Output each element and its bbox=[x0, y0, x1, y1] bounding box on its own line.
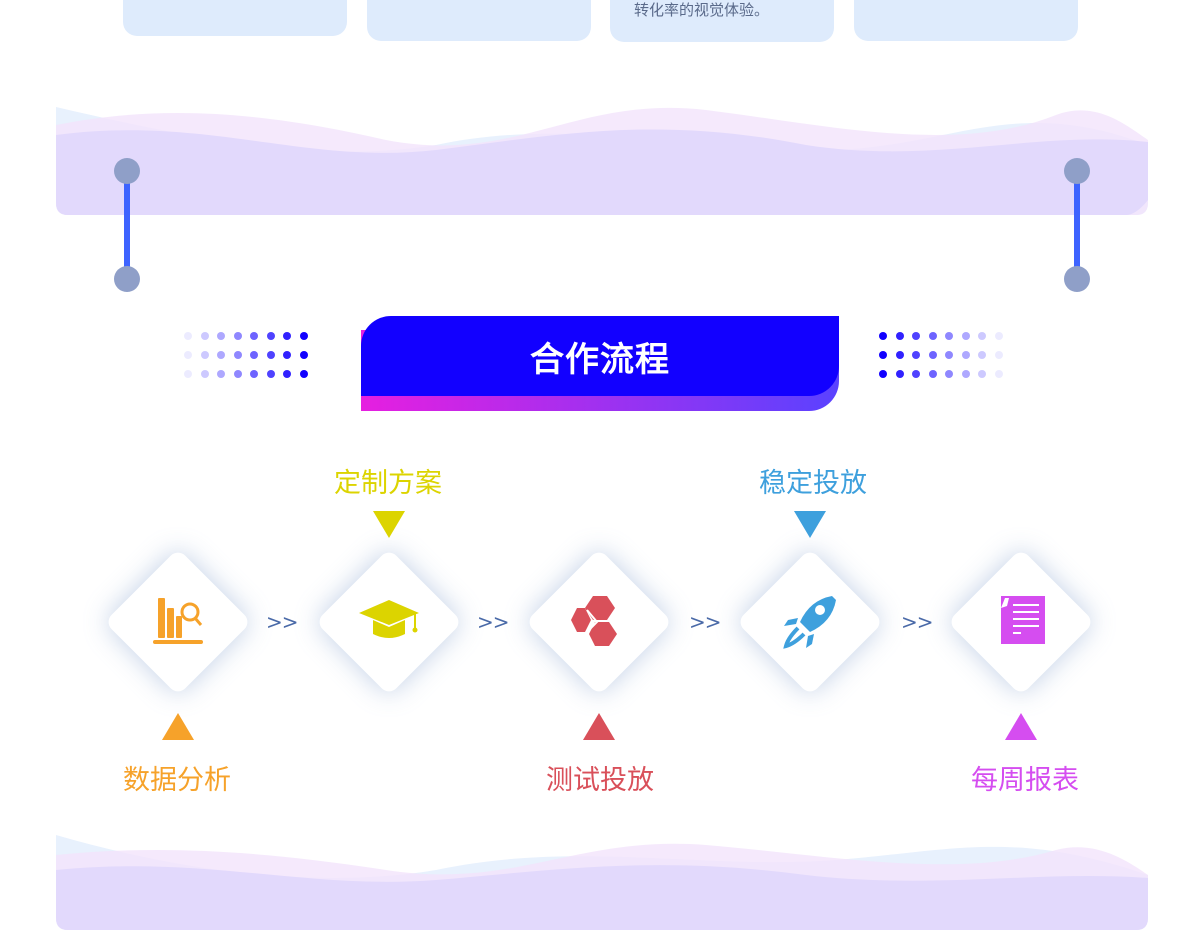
decorative-dot bbox=[994, 332, 1003, 340]
decorative-dot bbox=[200, 370, 209, 378]
decorative-dot bbox=[978, 370, 986, 378]
decorative-dot bbox=[233, 332, 242, 340]
decorative-dot bbox=[233, 370, 242, 378]
wave-band-top bbox=[56, 107, 1148, 215]
decorative-dot bbox=[928, 370, 937, 378]
decorative-dot bbox=[200, 351, 209, 359]
decorative-dot bbox=[928, 332, 937, 340]
decorative-dot bbox=[912, 370, 920, 378]
decorative-dot bbox=[250, 332, 258, 340]
decorative-dot bbox=[879, 370, 887, 378]
decorative-dot bbox=[250, 370, 258, 378]
decorative-dot bbox=[217, 351, 225, 359]
connector-right bbox=[1064, 158, 1090, 292]
decorative-dot bbox=[978, 332, 986, 340]
decorative-dot bbox=[961, 351, 970, 359]
step-separator: >> bbox=[477, 610, 510, 634]
decorative-dot bbox=[895, 370, 904, 378]
top-card-text: 转化率的视觉体验。 bbox=[634, 1, 770, 19]
step-label-stable-launch: 稳定投放 bbox=[759, 468, 867, 499]
decorative-dot bbox=[283, 370, 291, 378]
step-label-test-launch: 测试投放 bbox=[546, 765, 654, 796]
decorative-dots-right bbox=[879, 332, 1003, 378]
decorative-dot bbox=[895, 351, 904, 359]
decorative-dot bbox=[879, 351, 887, 359]
decorative-dots-left bbox=[184, 332, 308, 378]
decorative-dot bbox=[945, 332, 953, 340]
step-label-weekly-report: 每周报表 bbox=[971, 765, 1079, 796]
decorative-dot bbox=[879, 332, 887, 340]
decorative-dot bbox=[912, 351, 920, 359]
decorative-dot bbox=[233, 351, 242, 359]
decorative-dot bbox=[266, 370, 275, 378]
decorative-dot bbox=[283, 332, 291, 340]
decorative-dot bbox=[217, 332, 225, 340]
decorative-dot bbox=[250, 351, 258, 359]
pointer-up-icon bbox=[1005, 713, 1037, 740]
cubes-icon bbox=[571, 596, 617, 646]
wave-band-bottom bbox=[56, 835, 1148, 930]
decorative-dot bbox=[912, 332, 920, 340]
decorative-dot bbox=[217, 370, 225, 378]
decorative-dot bbox=[945, 370, 953, 378]
decorative-dot bbox=[184, 332, 192, 340]
decorative-dot bbox=[928, 351, 937, 359]
top-card-3: 转化率的视觉体验。 bbox=[610, 0, 834, 42]
decorative-dot bbox=[299, 370, 308, 378]
decorative-dot bbox=[961, 370, 970, 378]
step-separator: >> bbox=[901, 610, 934, 634]
decorative-dot bbox=[945, 351, 953, 359]
decorative-dot bbox=[961, 332, 970, 340]
section-title: 合作流程 bbox=[361, 316, 839, 396]
document-icon bbox=[1001, 596, 1045, 644]
pointer-down-icon bbox=[373, 511, 405, 538]
decorative-dot bbox=[994, 370, 1003, 378]
connector-left bbox=[114, 158, 140, 292]
decorative-dot bbox=[283, 351, 291, 359]
decorative-dot bbox=[299, 332, 308, 340]
step-label-data-analysis: 数据分析 bbox=[123, 765, 231, 796]
rocket-icon bbox=[783, 596, 836, 649]
decorative-dot bbox=[184, 370, 192, 378]
pointer-up-icon bbox=[162, 713, 194, 740]
step-label-custom-plan: 定制方案 bbox=[334, 468, 442, 499]
chart-search-icon bbox=[153, 598, 203, 644]
decorative-dot bbox=[299, 351, 308, 359]
decorative-dot bbox=[978, 351, 986, 359]
pointer-down-icon bbox=[794, 511, 826, 538]
decorative-dot bbox=[200, 332, 209, 340]
decorative-dot bbox=[266, 332, 275, 340]
pointer-up-icon bbox=[583, 713, 615, 740]
step-separator: >> bbox=[689, 610, 722, 634]
decorative-dot bbox=[266, 351, 275, 359]
section-title-banner: 合作流程 bbox=[361, 316, 839, 411]
graduation-cap-icon bbox=[359, 600, 419, 638]
decorative-dot bbox=[184, 351, 192, 359]
top-card-1 bbox=[123, 0, 347, 36]
step-separator: >> bbox=[266, 610, 299, 634]
top-card-4 bbox=[854, 0, 1078, 41]
top-card-2 bbox=[367, 0, 591, 41]
decorative-dot bbox=[994, 351, 1003, 359]
decorative-dot bbox=[895, 332, 904, 340]
